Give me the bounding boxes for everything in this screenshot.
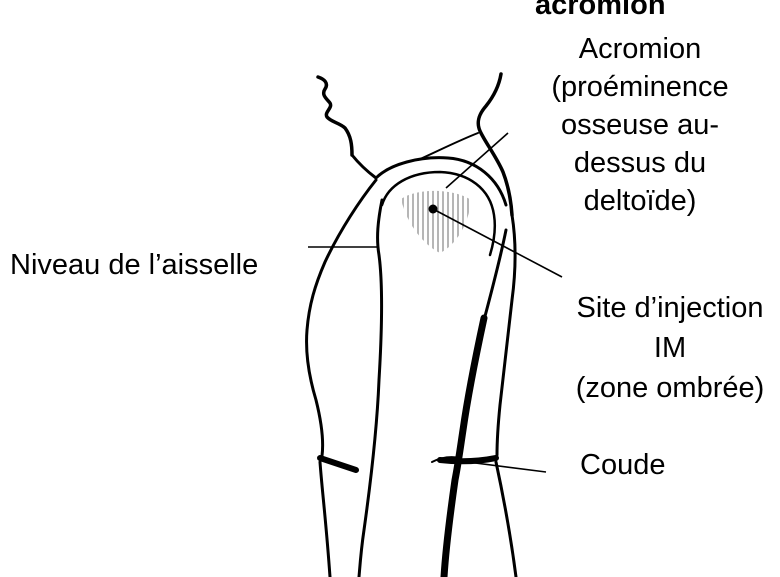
lower-right-outline <box>496 462 516 577</box>
waist-band-right <box>440 458 496 461</box>
acromion-cut-label: acromion <box>535 0 666 24</box>
acromion-label-line: (proéminence <box>530 68 750 106</box>
lower-left-outline <box>320 462 330 577</box>
arm-right-edge-thick <box>444 318 484 577</box>
torso-left-outline <box>307 180 376 456</box>
acromion-label-line: deltoïde) <box>530 182 750 220</box>
neck-outline <box>318 77 352 155</box>
injection-site-label: Site d’injection IM (zone ombrée) <box>560 288 780 408</box>
aisselle-label: Niveau de l’aisselle <box>10 246 258 284</box>
injection-zone-hatch <box>403 180 468 260</box>
injection-site-label-line: (zone ombrée) <box>560 368 780 408</box>
waist-band-left <box>320 458 356 470</box>
injection-site-label-line: Site d’injection <box>560 288 780 328</box>
acromion-label-line: dessus du <box>530 144 750 182</box>
acromion-label-line: osseuse au- <box>530 106 750 144</box>
coude-label: Coude <box>580 446 665 484</box>
collar-line <box>418 133 478 160</box>
acromion-label-line: Acromion <box>530 30 750 68</box>
acromion-label: Acromion (proéminence osseuse au- dessus… <box>530 30 750 220</box>
injection-site-label-line: IM <box>560 328 780 368</box>
arm-right-edge <box>484 230 506 320</box>
arm-left-edge <box>359 200 382 577</box>
